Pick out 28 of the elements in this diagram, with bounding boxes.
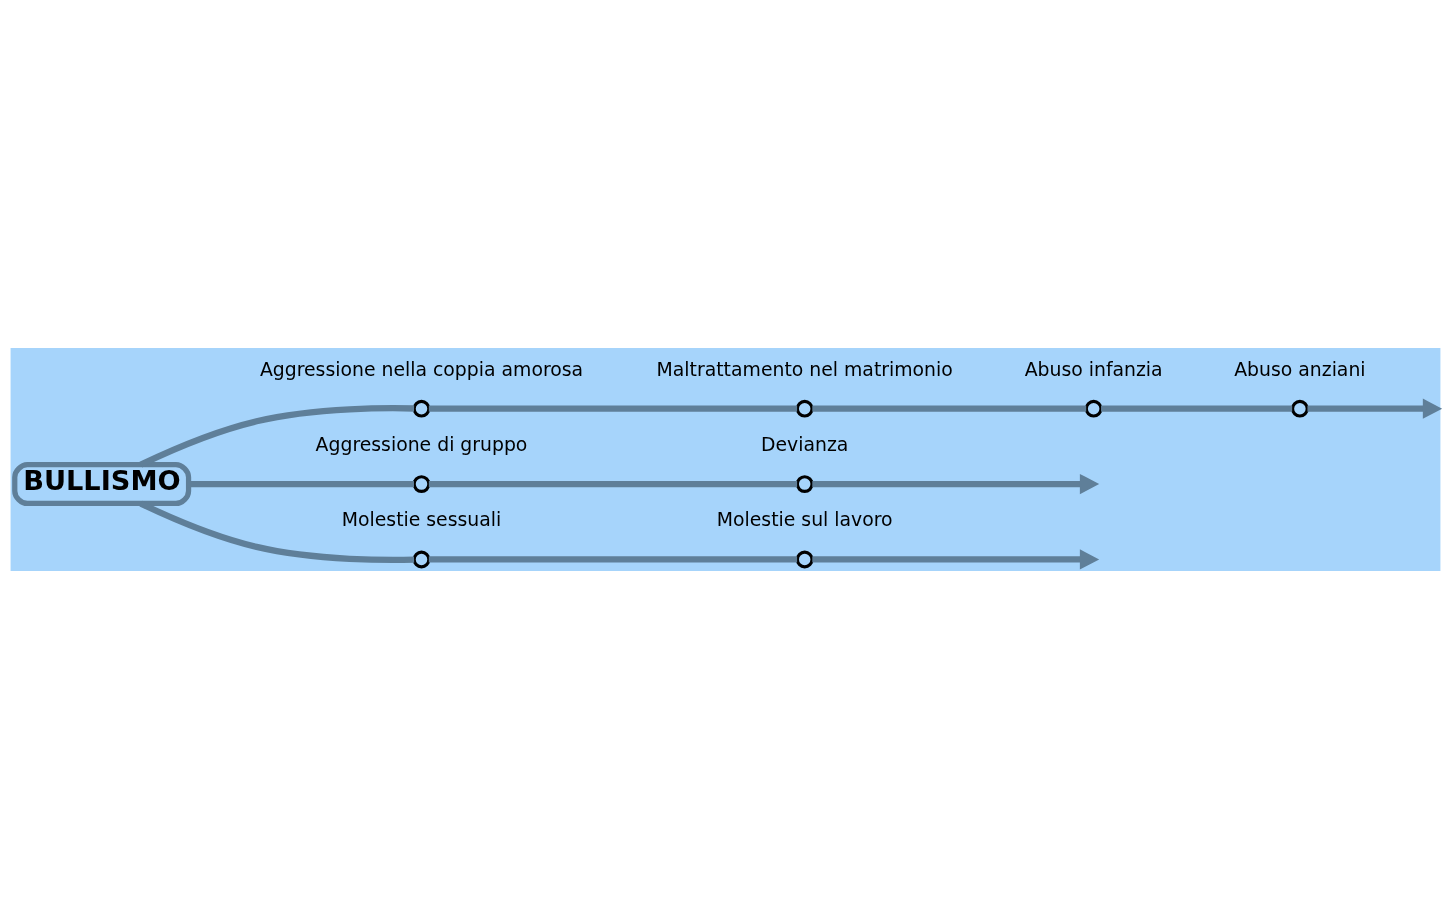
- connector: [812, 405, 1087, 412]
- node-circle: [412, 475, 431, 493]
- node-label: Abuso infanzia: [1024, 358, 1163, 380]
- node-circle: [795, 550, 814, 569]
- node-circle: [1084, 399, 1103, 418]
- node-circle: [1291, 399, 1309, 418]
- node-label: Aggressione di gruppo: [315, 434, 528, 456]
- connector: [1101, 405, 1293, 412]
- connector: [139, 500, 415, 564]
- node-circle: [795, 475, 814, 493]
- node-circle: [412, 550, 431, 569]
- connector: [428, 480, 798, 488]
- arrow: [812, 549, 1100, 570]
- node-label: Molestie sessuali: [341, 509, 502, 531]
- node-label: Abuso anziani: [1234, 358, 1366, 380]
- arrow: [1307, 398, 1443, 419]
- connector: [428, 556, 798, 563]
- node-label: Devianza: [761, 434, 849, 456]
- node-box: BULLISMO: [12, 462, 192, 507]
- connector: [139, 405, 415, 468]
- node-circle: [795, 399, 814, 418]
- connector: [428, 405, 798, 412]
- arrow: [812, 473, 1100, 495]
- node-circle: [412, 399, 431, 418]
- node-label: Aggressione nella coppia amorosa: [259, 358, 584, 380]
- node-label: Maltrattamento nel matrimonio: [656, 358, 953, 380]
- connector: [188, 480, 414, 488]
- node-label: Molestie sul lavoro: [716, 509, 893, 531]
